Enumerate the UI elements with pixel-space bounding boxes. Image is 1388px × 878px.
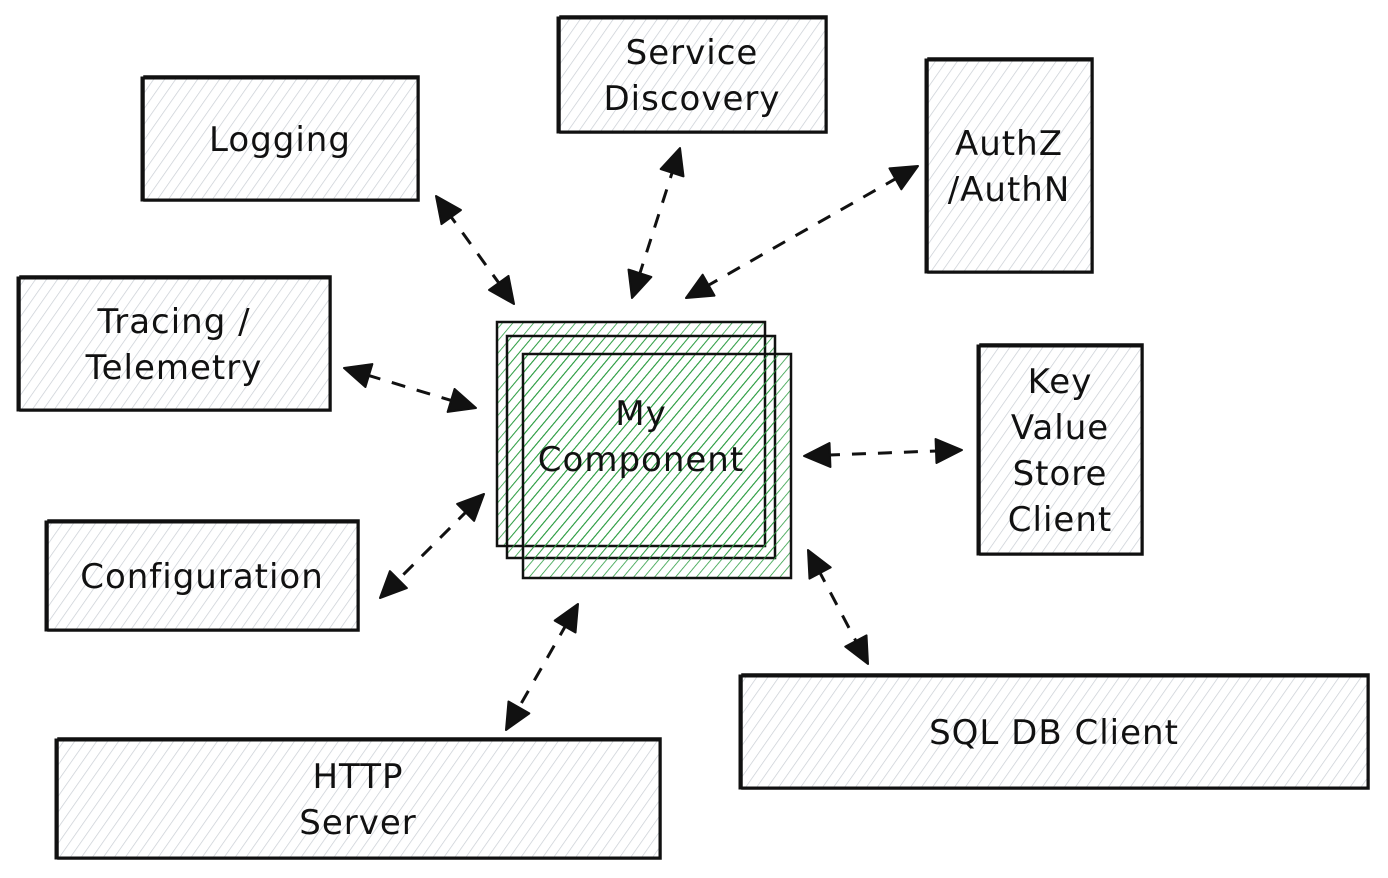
arrowhead-icon (934, 437, 963, 464)
node-label: Discovery (604, 79, 781, 119)
node-box-sketch-stroke (741, 673, 1370, 790)
arrowhead-icon (446, 387, 477, 413)
node-sql-db[interactable]: SQL DB Client (738, 673, 1370, 790)
arrowhead-icon (456, 493, 485, 522)
arrowhead-icon (505, 700, 531, 731)
arrowhead-icon (627, 268, 653, 299)
arrowhead-icon (685, 273, 716, 299)
edge-service-discovery[interactable] (627, 147, 685, 299)
edge-line (394, 508, 470, 584)
edges-layer (343, 147, 963, 731)
node-label: Configuration (80, 557, 324, 597)
node-label: Client (1008, 500, 1112, 540)
arrowhead-icon (844, 634, 869, 665)
edge-line (825, 449, 941, 457)
node-label: Store (1013, 454, 1108, 494)
node-label: Value (1011, 408, 1109, 448)
node-label: Telemetry (85, 348, 263, 388)
node-label: Service (626, 33, 759, 73)
node-box-sketch-stroke (143, 75, 420, 202)
edge-authz[interactable] (685, 165, 919, 299)
node-label: Server (299, 803, 417, 843)
node-label: Key (1028, 362, 1093, 402)
node-label: /AuthN (948, 170, 1071, 210)
edge-line (447, 212, 503, 288)
nodes-layer: LoggingServiceDiscoveryAuthZ/AuthNTracin… (16, 15, 1370, 860)
component-frame (521, 352, 793, 580)
component-label: My (615, 394, 666, 434)
node-label: Tracing / (96, 302, 250, 342)
node-box (976, 344, 1144, 556)
node-box (140, 76, 420, 202)
edge-tracing[interactable] (343, 363, 477, 413)
edge-logging[interactable] (435, 195, 515, 305)
node-tracing[interactable]: Tracing / Telemetry (16, 275, 332, 412)
node-label: HTTP (312, 757, 403, 797)
arrowhead-icon (379, 570, 408, 599)
edge-line (364, 372, 456, 404)
node-box (738, 674, 1370, 790)
edge-kv-store[interactable] (803, 437, 963, 469)
arrowhead-icon (888, 165, 919, 191)
node-box (16, 276, 332, 412)
arrowhead-icon (435, 195, 462, 226)
node-box (44, 520, 360, 632)
node-label: SQL DB Client (929, 713, 1179, 753)
edge-configuration[interactable] (379, 493, 485, 599)
node-box-sketch-stroke (47, 519, 360, 632)
edge-line (704, 175, 900, 289)
node-box-sketch-stroke (979, 343, 1144, 556)
edge-line (637, 168, 675, 278)
node-configuration[interactable]: Configuration (44, 519, 360, 632)
node-authz[interactable]: AuthZ/AuthN (924, 57, 1094, 274)
arrowhead-icon (553, 603, 579, 634)
arrowhead-icon (807, 549, 832, 580)
node-box (924, 58, 1094, 274)
edge-sql-db[interactable] (807, 549, 869, 665)
edge-http-server[interactable] (505, 603, 579, 731)
node-box-sketch-stroke (19, 275, 332, 412)
arrowhead-icon (803, 442, 832, 469)
node-label: AuthZ (955, 124, 1063, 164)
node-box-sketch-stroke (927, 57, 1094, 274)
edge-line (816, 568, 860, 646)
arrowhead-icon (343, 363, 374, 389)
node-http-server[interactable]: HTTP Server (54, 737, 662, 860)
arrowhead-icon (659, 147, 685, 178)
node-label: Logging (209, 120, 351, 160)
component-label: Component (538, 440, 744, 480)
edge-line (515, 622, 569, 712)
node-box (54, 738, 662, 860)
node-box-sketch-stroke (559, 15, 828, 134)
node-box-sketch-stroke (57, 737, 662, 860)
arrowhead-icon (488, 274, 515, 305)
node-logging[interactable]: Logging (140, 75, 420, 202)
node-box (556, 16, 828, 134)
